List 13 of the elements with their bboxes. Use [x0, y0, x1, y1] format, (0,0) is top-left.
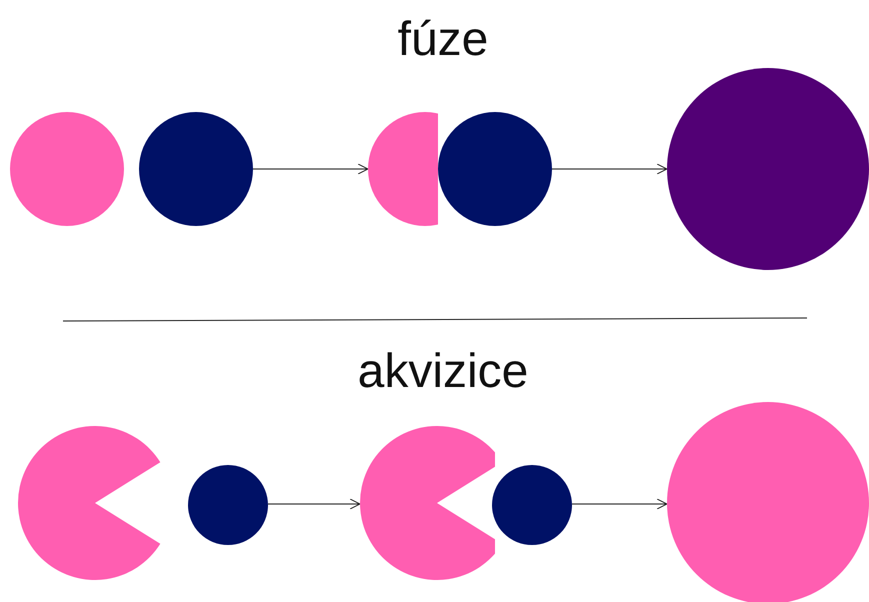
arrow — [571, 498, 668, 510]
pie-shape — [360, 426, 495, 580]
heading: akvizice — [358, 348, 528, 396]
arrow — [252, 164, 368, 174]
circle — [139, 112, 253, 226]
arrow — [552, 164, 668, 174]
circle — [492, 465, 572, 545]
circle — [667, 68, 869, 270]
circle — [188, 465, 268, 545]
arrow — [267, 498, 360, 510]
circle — [438, 112, 552, 226]
circle — [10, 112, 124, 226]
heading: fúze — [398, 16, 488, 64]
